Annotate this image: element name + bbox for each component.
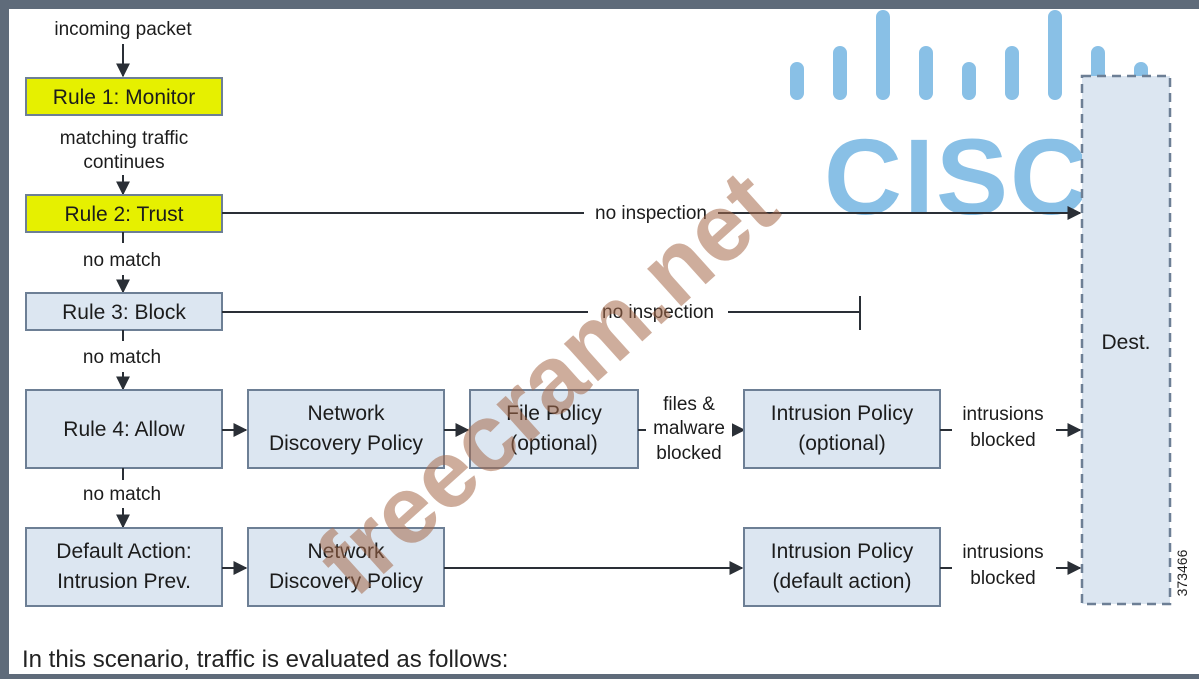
figure-id: 373466 xyxy=(1174,549,1190,596)
default-result-line2: blocked xyxy=(970,568,1036,589)
rule3-path-label: no inspection xyxy=(602,302,714,323)
default-action-line2: Intrusion Prev. xyxy=(57,570,191,593)
cisco-bar-icon xyxy=(919,46,933,100)
watermark: freecram.net xyxy=(297,150,797,615)
rule4-box xyxy=(25,389,223,469)
default-action-box xyxy=(25,527,223,607)
cisco-bar-icon xyxy=(876,10,890,100)
rule4-ndp-line2: Discovery Policy xyxy=(269,432,424,455)
default-ndp-line2: Discovery Policy xyxy=(269,570,424,593)
cisco-bar-icon xyxy=(1048,10,1062,100)
rule1-box xyxy=(25,77,223,116)
cisco-bar-icon xyxy=(790,62,804,100)
rule4-ndp-line1: Network xyxy=(307,402,385,425)
caption-text: In this scenario, traffic is evaluated a… xyxy=(22,646,509,673)
rule1-to-rule2-label-line2: continues xyxy=(83,152,164,173)
destination-label: Dest. xyxy=(1101,331,1150,354)
file-result-bg xyxy=(646,395,732,465)
rule1-to-rule2-label-line1: matching traffic xyxy=(60,128,188,149)
file-result-line1: files & xyxy=(663,394,715,415)
default-ndp-line1: Network xyxy=(307,540,385,563)
rule3-box xyxy=(25,292,223,331)
rule3-to-rule4-label: no match xyxy=(83,347,161,368)
bottom-border xyxy=(0,674,1199,679)
incoming-packet-label: incoming packet xyxy=(54,19,192,40)
rule4-ndp-box xyxy=(247,389,445,469)
rule4-label: Rule 4: Allow xyxy=(63,418,185,441)
rule4-result-line2: blocked xyxy=(970,430,1036,451)
rule2-to-rule3-label: no match xyxy=(83,250,161,271)
rule4-result-bg xyxy=(952,400,1056,456)
rule3-label: Rule 3: Block xyxy=(62,301,186,324)
file-policy-line1: File Policy xyxy=(506,402,602,425)
default-result-line1: intrusions xyxy=(962,542,1043,563)
destination-box xyxy=(1080,74,1172,606)
file-result-line3: blocked xyxy=(656,443,722,464)
rule4-result-line1: intrusions xyxy=(962,404,1043,425)
top-border xyxy=(0,0,1199,9)
rule4-to-default-label: no match xyxy=(83,484,161,505)
file-result-line2: malware xyxy=(653,418,725,439)
file-policy-line2: (optional) xyxy=(510,432,598,455)
default-ndp-box xyxy=(247,527,445,607)
rule1-label: Rule 1: Monitor xyxy=(53,86,195,109)
default-intrusion-box xyxy=(743,527,941,607)
left-border xyxy=(0,0,9,679)
rule4-intrusion-box xyxy=(743,389,941,469)
cisco-bar-icon xyxy=(833,46,847,100)
rule2-path-label: no inspection xyxy=(595,203,707,224)
default-intrusion-line2: (default action) xyxy=(773,570,912,593)
rule4-intrusion-line2: (optional) xyxy=(798,432,886,455)
cisco-bar-icon xyxy=(1005,46,1019,100)
rule2-label: Rule 2: Trust xyxy=(64,203,183,226)
rule4-intrusion-line1: Intrusion Policy xyxy=(771,402,914,425)
default-result-bg xyxy=(952,538,1056,594)
cisco-bar-icon xyxy=(962,62,976,100)
default-action-line1: Default Action: xyxy=(56,540,191,563)
file-policy-box xyxy=(469,389,639,469)
default-intrusion-line1: Intrusion Policy xyxy=(771,540,914,563)
